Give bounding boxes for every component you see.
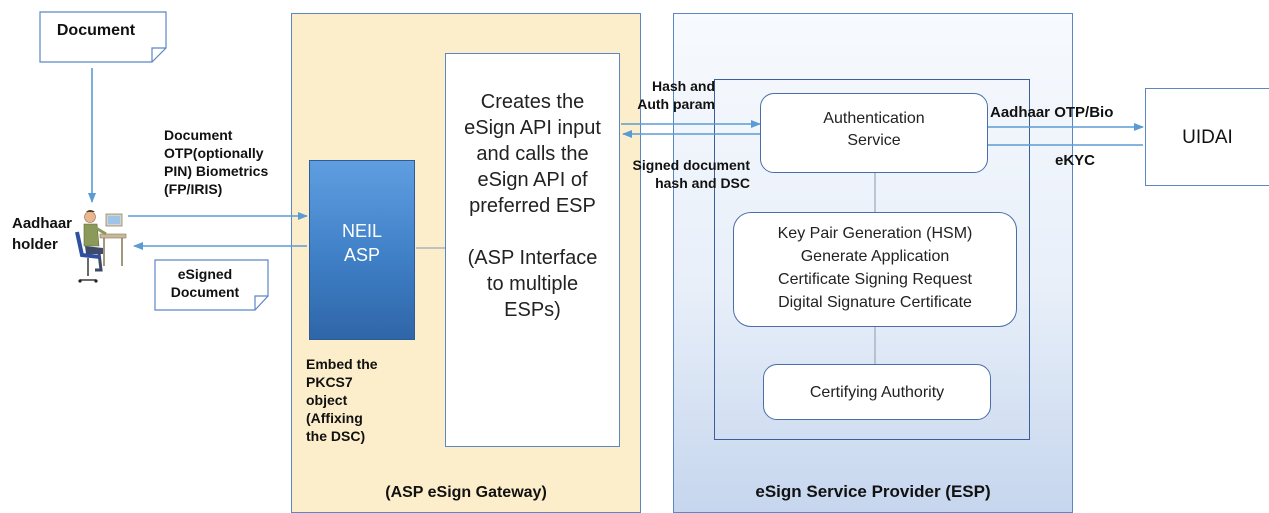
signed-doc-line: Signed document [632, 157, 750, 173]
aadhaar-holder-label-line1: Aadhaar [12, 215, 73, 232]
ekyc-label: eKYC [1055, 152, 1096, 169]
holder-input-line: (FP/IRIS) [164, 181, 223, 197]
aadhaar-holder-icon [75, 210, 127, 283]
embed-line: the DSC) [306, 428, 366, 444]
aadhaar-holder-label: Aadhaar holder [12, 213, 72, 255]
embed-line: object [306, 392, 348, 408]
api-box-line: and calls the [476, 143, 589, 165]
neil-asp-line1: NEIL [341, 221, 383, 241]
embed-pkcs7-label: Embed the PKCS7 object (Affixing the DSC… [306, 355, 378, 445]
authentication-service-box: Authentication Service [760, 93, 988, 173]
certifying-authority-box: Certifying Authority [763, 364, 991, 420]
hash-auth-line: Auth param [637, 96, 715, 112]
holder-input-line: PIN) Biometrics [164, 163, 269, 179]
embed-line: (Affixing [306, 410, 363, 426]
api-box-line: to multiple [486, 273, 579, 295]
embed-line: Embed the [306, 356, 378, 372]
api-box-line: (ASP Interface [467, 247, 598, 269]
key-pair-line: Digital Signature Certificate [778, 294, 972, 311]
document-note-shape [39, 11, 167, 63]
esigned-document-note-shape [154, 259, 269, 311]
esigned-document-label: eSigned Document [155, 265, 255, 301]
auth-service-line: Service [847, 132, 901, 149]
key-pair-line: Certificate Signing Request [778, 271, 972, 288]
api-box-line: preferred ESP [469, 195, 596, 217]
holder-input-line: OTP(optionally [164, 145, 264, 161]
neil-asp-box: NEIL ASP [309, 160, 415, 340]
document-note-label: Document [56, 22, 136, 39]
key-pair-line: Generate Application [800, 248, 950, 265]
holder-input-line: Document [164, 127, 233, 143]
esigned-document-line2: Document [170, 284, 240, 300]
aadhaar-holder-label-line2: holder [12, 236, 58, 253]
api-box-line: Creates the [480, 91, 585, 113]
holder-input-label: Document OTP(optionally PIN) Biometrics … [164, 126, 268, 198]
api-box-line: eSign API of [477, 169, 588, 191]
signed-doc-label: Signed document hash and DSC [617, 156, 750, 192]
api-box-line: ESPs) [504, 299, 561, 321]
auth-service-line: Authentication [823, 110, 925, 127]
aadhaar-otp-label: Aadhaar OTP/Bio [990, 104, 1114, 121]
signed-doc-line: hash and DSC [655, 175, 750, 191]
esign-api-box: Creates the eSign API input and calls th… [445, 53, 620, 447]
uidai-box: UIDAI [1145, 88, 1269, 186]
asp-gateway-caption: (ASP eSign Gateway) [385, 484, 547, 501]
hash-auth-line: Hash and [651, 78, 715, 94]
key-pair-line: Key Pair Generation (HSM) [777, 225, 973, 242]
neil-asp-line2: ASP [343, 245, 381, 265]
esp-inner-frame [714, 79, 1030, 440]
key-pair-generation-box: Key Pair Generation (HSM) Generate Appli… [733, 212, 1017, 327]
esigned-document-line1: eSigned [177, 266, 233, 282]
esp-caption: eSign Service Provider (ESP) [755, 482, 991, 501]
embed-line: PKCS7 [306, 374, 353, 390]
hash-auth-label: Hash and Auth param [630, 77, 715, 113]
api-box-line: eSign API input [464, 117, 601, 139]
